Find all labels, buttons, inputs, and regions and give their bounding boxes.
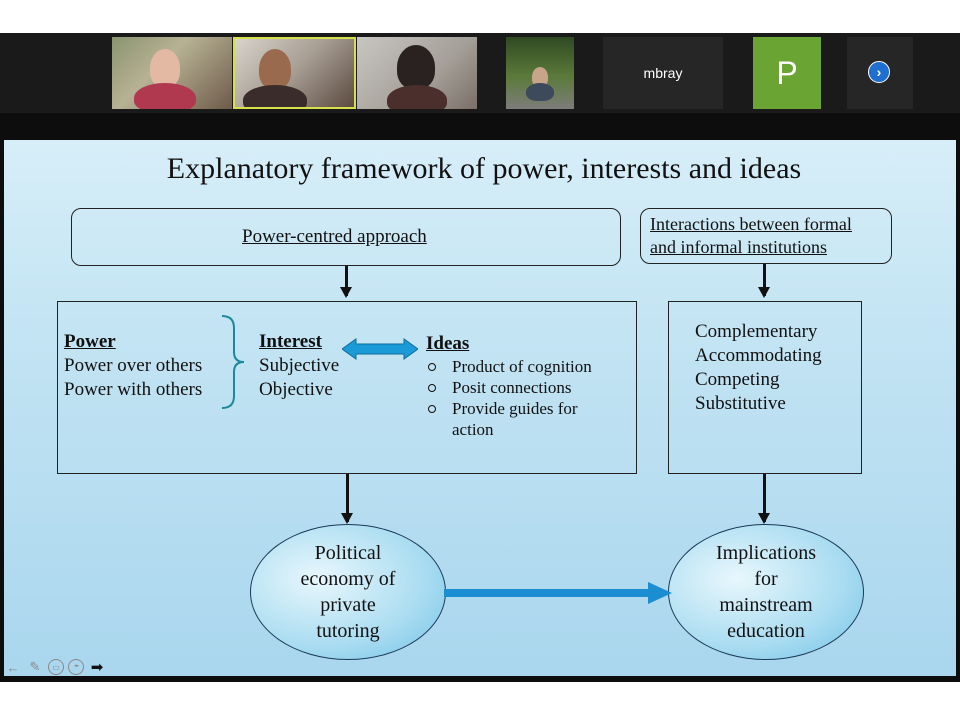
ideas-item: Product of cognition [426,356,602,377]
interactions-label-line1: Interactions between formal [650,214,852,234]
interest-heading: Interest [259,331,322,352]
slide-bottom-border [0,676,960,682]
arrow-down-icon [758,264,770,298]
participant-name: mbray [643,65,683,81]
ellipse-line: mainstream [719,594,813,616]
more-icon[interactable]: ••• [68,659,84,675]
institution-type: Accommodating [695,345,822,366]
interactions-box: Interactions between formal and informal… [640,208,892,264]
implications-ellipse: Implications for mainstream education [668,524,864,660]
interactions-label-line2: and informal institutions [650,237,827,257]
arrow-left-icon[interactable]: ← [6,659,20,675]
power-item: Power over others [64,355,203,376]
participant-name-tile[interactable]: mbray [603,37,723,109]
institution-type: Competing [695,369,780,390]
institutions-list: Complementary Accommodating Competing Su… [695,320,822,416]
power-heading: Power [64,331,116,352]
arrow-down-icon [341,474,353,524]
power-item: Power with others [64,379,203,400]
arrow-right-icon[interactable]: ➡ [90,659,104,676]
ideas-column: Ideas Product of cognition Posit connect… [426,332,602,440]
ellipse-line: for [754,568,778,590]
ellipse-line: private [320,594,376,616]
concepts-box: Power Power over others Power with other… [57,301,637,474]
institution-type: Substitutive [695,393,786,414]
ideas-item: Provide guides for action [426,398,602,440]
political-economy-ellipse: Political economy of private tutoring [250,524,446,660]
participant-gallery: mbray P › [0,33,960,113]
ellipse-line: tutoring [316,620,380,642]
participant-video-tile[interactable] [357,37,477,109]
ellipse-line: Implications [716,542,816,564]
interest-item: Subjective [259,355,340,376]
ellipse-line: education [727,620,805,642]
interest-column: Interest Subjective Objective [259,330,339,402]
ideas-list: Product of cognition Posit connections P… [426,356,602,440]
share-separator [0,113,960,140]
curly-brace-icon [221,315,245,409]
pen-icon[interactable]: ✎ [29,659,41,674]
arrow-down-icon [758,474,770,524]
ideas-heading: Ideas [426,333,470,354]
participant-video-tile[interactable] [112,37,232,109]
chevron-right-icon[interactable]: › [868,61,890,83]
ellipse-line: economy of [300,568,396,590]
institution-type: Complementary [695,321,818,342]
interest-item: Objective [259,379,333,400]
participant-initial: P [776,54,798,91]
power-column: Power Power over others Power with other… [64,330,202,402]
arrow-down-icon [340,266,352,298]
participant-video-tile[interactable] [506,37,574,109]
arrow-right-icon [444,582,672,604]
power-centred-label: Power-centred approach [242,226,427,247]
double-arrow-icon [342,338,418,360]
captions-icon[interactable]: ▭ [48,659,64,675]
presentation-toolbar: ← ✎ ▭ ••• ➡ [4,656,106,678]
institutions-box: Complementary Accommodating Competing Su… [668,301,862,474]
ellipse-line: Political [314,542,382,564]
ideas-item: Posit connections [426,377,602,398]
gallery-next-tile: › [847,37,913,109]
power-centred-box: Power-centred approach [71,208,621,266]
slide-title: Explanatory framework of power, interest… [166,152,802,185]
active-speaker-video-tile[interactable] [233,37,356,109]
participant-initial-tile[interactable]: P [753,37,821,109]
shared-slide: Explanatory framework of power, interest… [0,140,960,682]
